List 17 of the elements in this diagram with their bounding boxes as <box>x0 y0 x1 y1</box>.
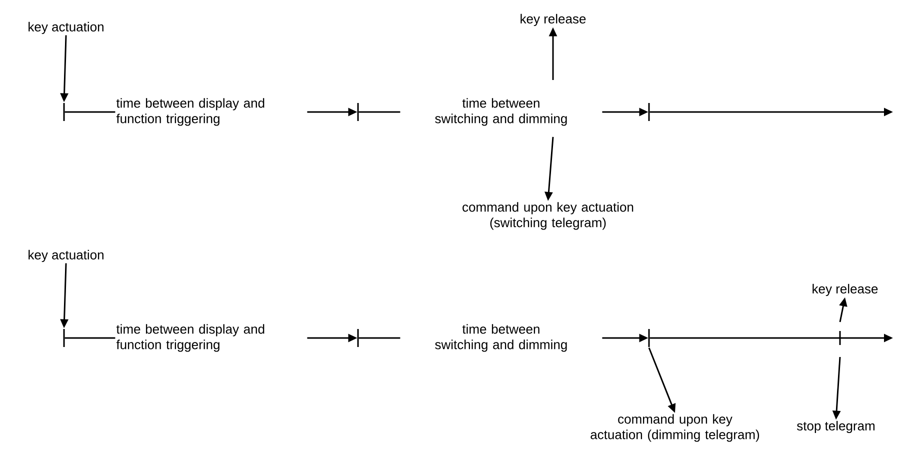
edge-label: time between switching and dimming <box>400 323 602 353</box>
edge-label: time between display and function triggering <box>115 97 308 127</box>
tick-mark <box>648 102 650 122</box>
text-label: command upon key actuation (dimming telegram) <box>590 414 760 442</box>
text-label: key release <box>812 284 878 296</box>
edge-label: time between switching and dimming <box>400 97 602 127</box>
tick-mark <box>63 102 65 122</box>
text-label: command upon key actuation (switching telegram) <box>462 202 634 230</box>
text-label: key release <box>520 14 586 26</box>
tick-mark <box>357 102 359 122</box>
tick-mark <box>357 328 359 348</box>
tick-mark <box>63 328 65 348</box>
edge-label: time between display and function triggering <box>115 323 308 353</box>
text-label: key actuation <box>28 22 104 34</box>
text-label: key actuation <box>28 250 104 262</box>
text-label: stop telegram <box>796 420 874 434</box>
tick-mark <box>648 328 650 348</box>
